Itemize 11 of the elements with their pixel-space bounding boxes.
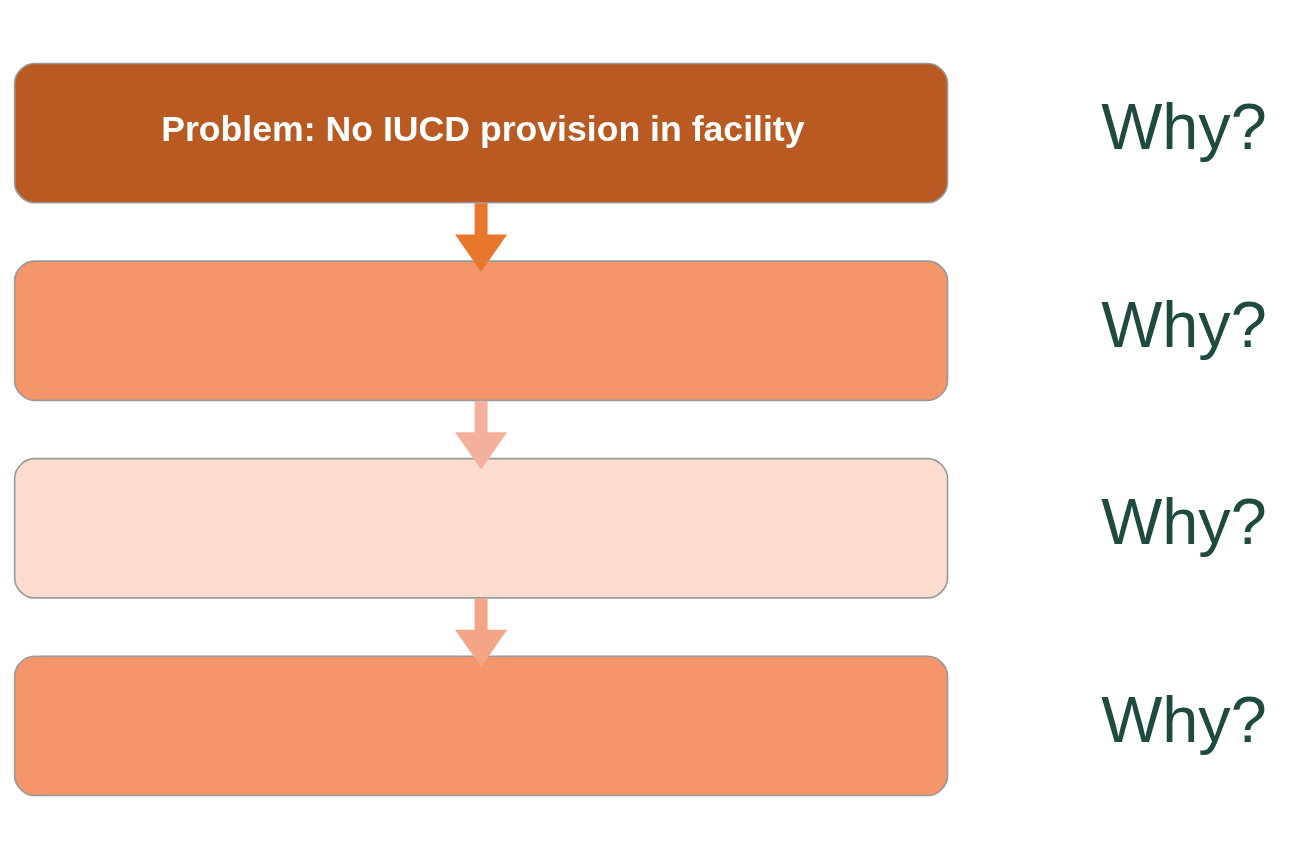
node-label: Why? xyxy=(1101,683,1267,757)
arrow xyxy=(455,598,508,667)
arrow xyxy=(455,203,508,272)
node-box xyxy=(13,655,949,797)
node-label: Why? xyxy=(1101,90,1267,164)
arrow xyxy=(455,400,508,470)
node-label: Why? xyxy=(1101,287,1267,361)
node-label: Why? xyxy=(1101,485,1267,559)
node-box xyxy=(13,457,949,599)
node-box: Problem: No IUCD provision in facility xyxy=(13,62,949,204)
node-box xyxy=(13,260,949,402)
